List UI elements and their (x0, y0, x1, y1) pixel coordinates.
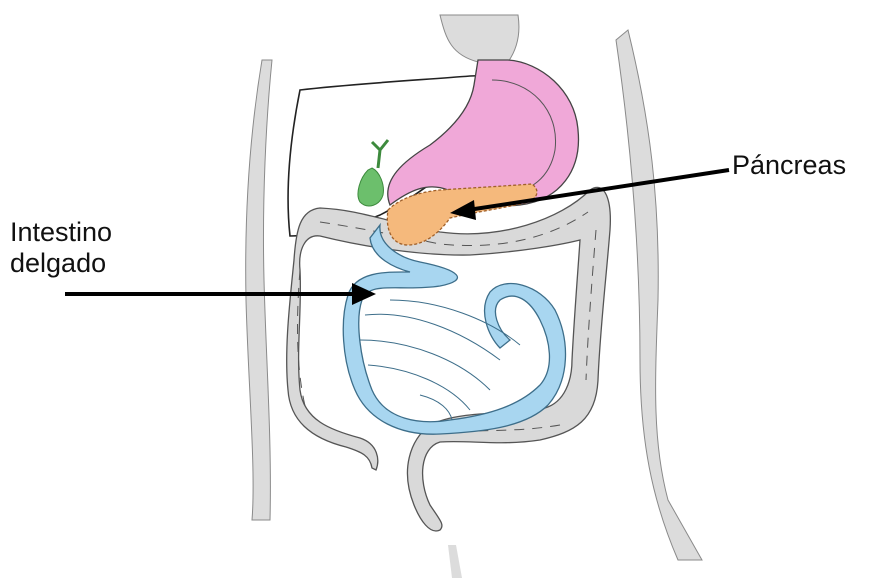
esophagus (440, 15, 519, 62)
gallbladder (358, 140, 388, 206)
pancreas-label: Páncreas (732, 150, 846, 181)
small-intestine (343, 225, 565, 434)
left-arm (246, 60, 272, 520)
small-intestine-label-line1: Intestino (10, 217, 112, 248)
small-intestine-label: Intestino delgado (10, 217, 112, 279)
stomach (388, 60, 579, 206)
arrow-small-intestine (65, 283, 376, 305)
right-arm (616, 30, 702, 560)
torso-bottom (448, 545, 462, 578)
small-intestine-label-line2: delgado (10, 248, 112, 279)
